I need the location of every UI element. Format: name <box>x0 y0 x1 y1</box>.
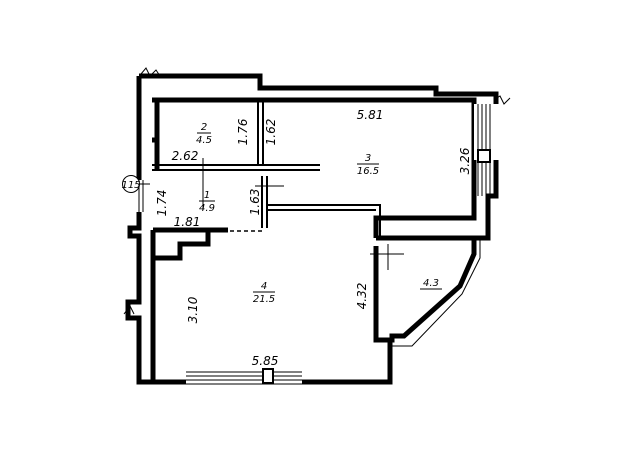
room-3-area: 16.5 <box>357 166 379 177</box>
balcony-label: 4.3 <box>420 278 442 290</box>
room-label-1: 1 4.9 <box>199 190 215 214</box>
dim-room4-width: 5.85 <box>252 354 279 368</box>
apartment-number: 115 <box>121 180 140 191</box>
dim-hall-height: 1.63 <box>248 189 262 216</box>
room-4-area: 21.5 <box>253 294 275 305</box>
room-2-area: 4.5 <box>196 135 212 146</box>
room-1-area: 4.9 <box>199 203 215 214</box>
dim-room4-height-right: 4.32 <box>355 283 369 310</box>
room-label-2: 2 4.5 <box>196 122 212 146</box>
window-bottom <box>186 368 302 385</box>
room-3-number: 3 <box>365 153 371 164</box>
apartment-tag: 115 <box>121 175 150 193</box>
room-1-number: 1 <box>204 190 210 201</box>
dim-entry-height: 1.74 <box>155 190 169 217</box>
room-label-4: 4 21.5 <box>253 281 275 305</box>
dim-room4-height-left: 3.10 <box>186 296 200 323</box>
balcony <box>389 238 481 347</box>
dimension-labels: 5.81 3.26 1.76 1.62 2.62 1.63 1.74 1.81 … <box>155 108 472 368</box>
dim-corridor-width: 1.81 <box>174 215 201 229</box>
dim-room3-width: 5.81 <box>357 108 384 122</box>
room-4-number: 4 <box>261 281 267 292</box>
dim-hall-width: 2.62 <box>172 149 199 163</box>
room-label-3: 3 16.5 <box>357 153 379 177</box>
inner-walls <box>150 97 477 382</box>
room-2-number: 2 <box>201 122 207 133</box>
balcony-area: 4.3 <box>423 278 439 289</box>
dim-room2-height-b: 1.62 <box>264 119 278 146</box>
window-right <box>474 104 496 196</box>
outer-walls <box>125 73 499 385</box>
dim-room2-height-a: 1.76 <box>236 118 250 145</box>
break-marks <box>123 67 511 315</box>
dim-room3-height: 3.26 <box>458 147 472 174</box>
